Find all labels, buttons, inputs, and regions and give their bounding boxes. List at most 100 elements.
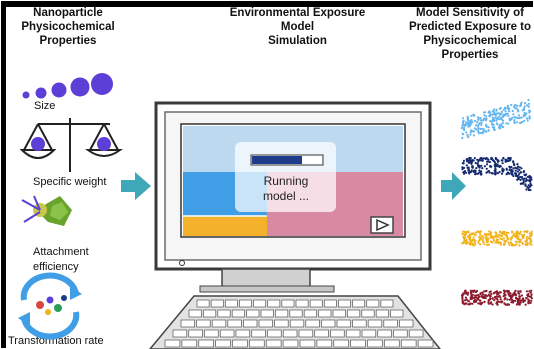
scatter-point (501, 118, 504, 121)
keyboard-key (305, 319, 320, 328)
scatter-point (505, 231, 508, 234)
scatter-point (502, 295, 505, 298)
scatter-point (509, 156, 512, 160)
scatter-point (490, 292, 493, 296)
scatter-point (519, 102, 523, 106)
label-transformation: Transformation rate (8, 335, 104, 347)
scatter-point (517, 176, 520, 179)
scatter-point (493, 126, 496, 129)
scatter-point (464, 121, 468, 124)
scatter-point (528, 185, 531, 188)
scatter-point (528, 111, 531, 114)
scatter-point (498, 230, 502, 233)
scatter-point (502, 243, 506, 246)
scatter-point (483, 290, 486, 293)
scatter-point (477, 294, 480, 297)
scatter-point (517, 114, 521, 117)
scatter-point (465, 131, 468, 134)
scatter-point (523, 102, 527, 105)
scatter-point (467, 291, 470, 294)
scatter-point (479, 243, 482, 246)
scatter-point (522, 171, 525, 174)
keyboard-icon (149, 295, 441, 349)
scatter-point (514, 166, 517, 169)
scatter-point (528, 290, 531, 293)
scatter-point (483, 296, 486, 299)
scatter-point (514, 240, 518, 243)
scatter-point (520, 299, 523, 302)
keyboard-key (211, 319, 227, 328)
scatter-point (496, 295, 500, 298)
scatter-point (478, 166, 481, 169)
scatter-point (499, 291, 502, 294)
scatter-point (474, 300, 477, 303)
scatter-point (514, 169, 517, 172)
scatter-point (461, 166, 464, 169)
scatter-point (489, 120, 492, 123)
keyboard-key (210, 299, 224, 308)
scatter-point (520, 171, 523, 174)
scatter-point (487, 111, 490, 114)
keyboard-key (298, 329, 314, 338)
scatter-point (530, 176, 533, 179)
scatter-point (467, 136, 470, 139)
scatter-point (470, 159, 473, 162)
scatter-point (530, 299, 533, 302)
scatter-point (470, 162, 473, 165)
scatter-point (501, 162, 504, 165)
scatter-point (479, 236, 483, 239)
keyboard-key (282, 339, 299, 348)
scatter-point (505, 172, 509, 175)
scatter-point (488, 294, 491, 297)
scatter-point (476, 231, 479, 234)
scatter-point (472, 238, 475, 241)
scatter-point (505, 113, 508, 116)
scatter-point (530, 293, 533, 296)
scatter-point (482, 157, 486, 160)
keyboard-key (267, 299, 281, 308)
scatter-point (462, 133, 465, 136)
scatter-point (495, 109, 498, 112)
scatter-point (461, 302, 464, 305)
keyboard-key (417, 339, 434, 348)
scatter-point (497, 115, 501, 118)
keyboard-key (367, 339, 383, 348)
scatter-point (494, 165, 497, 168)
scatter-gold (461, 230, 534, 247)
scatter-point (513, 120, 516, 124)
scatter-point (518, 239, 521, 242)
scatter-point (519, 232, 522, 235)
scatter-point (509, 292, 512, 295)
scatter-point (480, 173, 483, 176)
scatter-point (488, 171, 491, 174)
scatter-point (474, 124, 478, 127)
scatter-point (468, 172, 471, 175)
arrow-right-icon (121, 172, 151, 200)
keyboard-key (303, 309, 317, 318)
keyboard-key (289, 309, 303, 318)
scatter-point (493, 111, 496, 114)
scatter-point (524, 114, 527, 117)
scatter-point (524, 243, 527, 246)
scatter-point (490, 156, 493, 160)
scatter-point (516, 163, 519, 166)
scatter-point (509, 238, 512, 241)
keyboard-key (243, 319, 258, 328)
scatter-point (462, 120, 465, 123)
scatter-point (522, 237, 525, 240)
scatter-point (502, 231, 505, 234)
scatter-point (479, 127, 482, 130)
keyboard-key (239, 299, 252, 308)
scatter-point (505, 168, 508, 171)
keyboard-key (224, 299, 238, 308)
scatter-point (511, 160, 515, 163)
scatter-point (461, 230, 465, 233)
keyboard-key (321, 319, 336, 328)
scatter-point (472, 159, 475, 162)
scatter-point (525, 188, 528, 191)
scatter-point (518, 168, 521, 171)
scatter-point (468, 237, 471, 240)
scatter-point (493, 113, 496, 116)
scatter-point (500, 172, 504, 175)
scatter-point (518, 297, 521, 300)
